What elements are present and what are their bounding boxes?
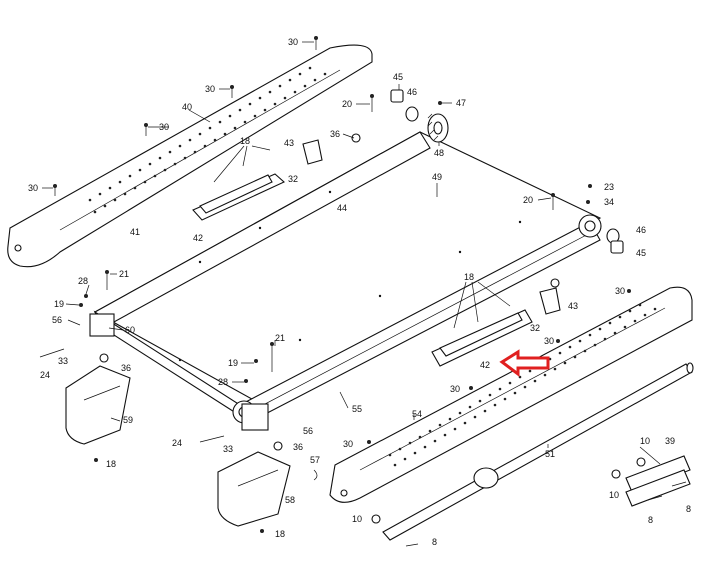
right-bracket-43 bbox=[539, 287, 561, 315]
left-rail-dot-pattern bbox=[88, 66, 327, 214]
callout-10: 10 bbox=[352, 514, 362, 524]
callout-30: 30 bbox=[205, 84, 215, 94]
callout-30: 30 bbox=[159, 122, 169, 132]
callout-49: 49 bbox=[432, 172, 442, 182]
left-foot-59 bbox=[65, 365, 131, 445]
callout-33: 33 bbox=[223, 444, 233, 454]
left-cushion-bracket bbox=[192, 173, 285, 221]
callout-30: 30 bbox=[544, 336, 554, 346]
callout-42: 42 bbox=[193, 233, 203, 243]
callout-43: 43 bbox=[568, 301, 578, 311]
callout-56: 56 bbox=[303, 426, 313, 436]
callout-55: 55 bbox=[352, 404, 362, 414]
callout-8: 8 bbox=[686, 504, 691, 514]
callout-46: 46 bbox=[407, 87, 417, 97]
callout-28: 28 bbox=[78, 276, 88, 286]
left-end-cap-60 bbox=[89, 313, 115, 337]
callout-28: 28 bbox=[218, 377, 228, 387]
highlight-arrow-icon bbox=[499, 349, 550, 377]
right-cushion-bracket bbox=[431, 309, 533, 367]
callout-18: 18 bbox=[464, 272, 474, 282]
callout-48: 48 bbox=[434, 148, 444, 158]
right-foot-58 bbox=[217, 451, 291, 527]
callout-46: 46 bbox=[636, 225, 646, 235]
callout-18: 18 bbox=[106, 459, 116, 469]
left-bracket-43 bbox=[302, 139, 323, 165]
callout-labels: 30 30 30 30 30 30 30 30 40 45 46 20 47 4… bbox=[28, 37, 691, 547]
right-rail-dot-pattern bbox=[388, 303, 657, 467]
callout-33: 33 bbox=[58, 356, 68, 366]
callout-36: 36 bbox=[293, 442, 303, 452]
callout-40: 40 bbox=[182, 102, 192, 112]
callout-30: 30 bbox=[450, 384, 460, 394]
callout-36: 36 bbox=[121, 363, 131, 373]
elevation-tube-51 bbox=[382, 362, 694, 541]
callout-54: 54 bbox=[412, 409, 422, 419]
callout-45: 45 bbox=[393, 72, 403, 82]
right-end-cap-56 bbox=[241, 403, 269, 431]
callout-59: 59 bbox=[123, 415, 133, 425]
callout-8: 8 bbox=[432, 537, 437, 547]
callout-10: 10 bbox=[609, 490, 619, 500]
callout-20: 20 bbox=[523, 195, 533, 205]
callout-41: 41 bbox=[130, 227, 140, 237]
right-side-rail bbox=[329, 286, 693, 503]
callout-36: 36 bbox=[330, 129, 340, 139]
callout-10: 10 bbox=[640, 436, 650, 446]
callout-42: 42 bbox=[480, 360, 490, 370]
callout-45: 45 bbox=[636, 248, 646, 258]
callout-21: 21 bbox=[119, 269, 129, 279]
callout-23: 23 bbox=[604, 182, 614, 192]
callout-30: 30 bbox=[288, 37, 298, 47]
left-side-rail bbox=[7, 44, 373, 268]
front-roller-assembly bbox=[427, 113, 449, 143]
callout-39: 39 bbox=[665, 436, 675, 446]
main-frame bbox=[93, 131, 602, 424]
callout-57: 57 bbox=[310, 455, 320, 465]
callout-19: 19 bbox=[54, 299, 64, 309]
callout-30: 30 bbox=[343, 439, 353, 449]
callout-8: 8 bbox=[648, 515, 653, 525]
callout-18: 18 bbox=[275, 529, 285, 539]
callout-24: 24 bbox=[40, 370, 50, 380]
callout-44: 44 bbox=[337, 203, 347, 213]
callout-20: 20 bbox=[342, 99, 352, 109]
callout-30: 30 bbox=[28, 183, 38, 193]
callout-60: 60 bbox=[125, 325, 135, 335]
callout-24: 24 bbox=[172, 438, 182, 448]
callout-58: 58 bbox=[285, 495, 295, 505]
callout-34: 34 bbox=[604, 197, 614, 207]
callout-56: 56 bbox=[52, 315, 62, 325]
callout-51: 51 bbox=[545, 449, 555, 459]
leader-lines bbox=[42, 41, 661, 465]
hardware-bolts bbox=[39, 36, 687, 547]
callout-47: 47 bbox=[456, 98, 466, 108]
callout-19: 19 bbox=[228, 358, 238, 368]
callout-21: 21 bbox=[275, 333, 285, 343]
callout-18: 18 bbox=[240, 136, 250, 146]
pulley-parts bbox=[390, 89, 624, 254]
callout-32: 32 bbox=[288, 174, 298, 184]
callout-32: 32 bbox=[530, 323, 540, 333]
callout-30: 30 bbox=[615, 286, 625, 296]
bracket-39 bbox=[625, 455, 691, 507]
callout-43: 43 bbox=[284, 138, 294, 148]
